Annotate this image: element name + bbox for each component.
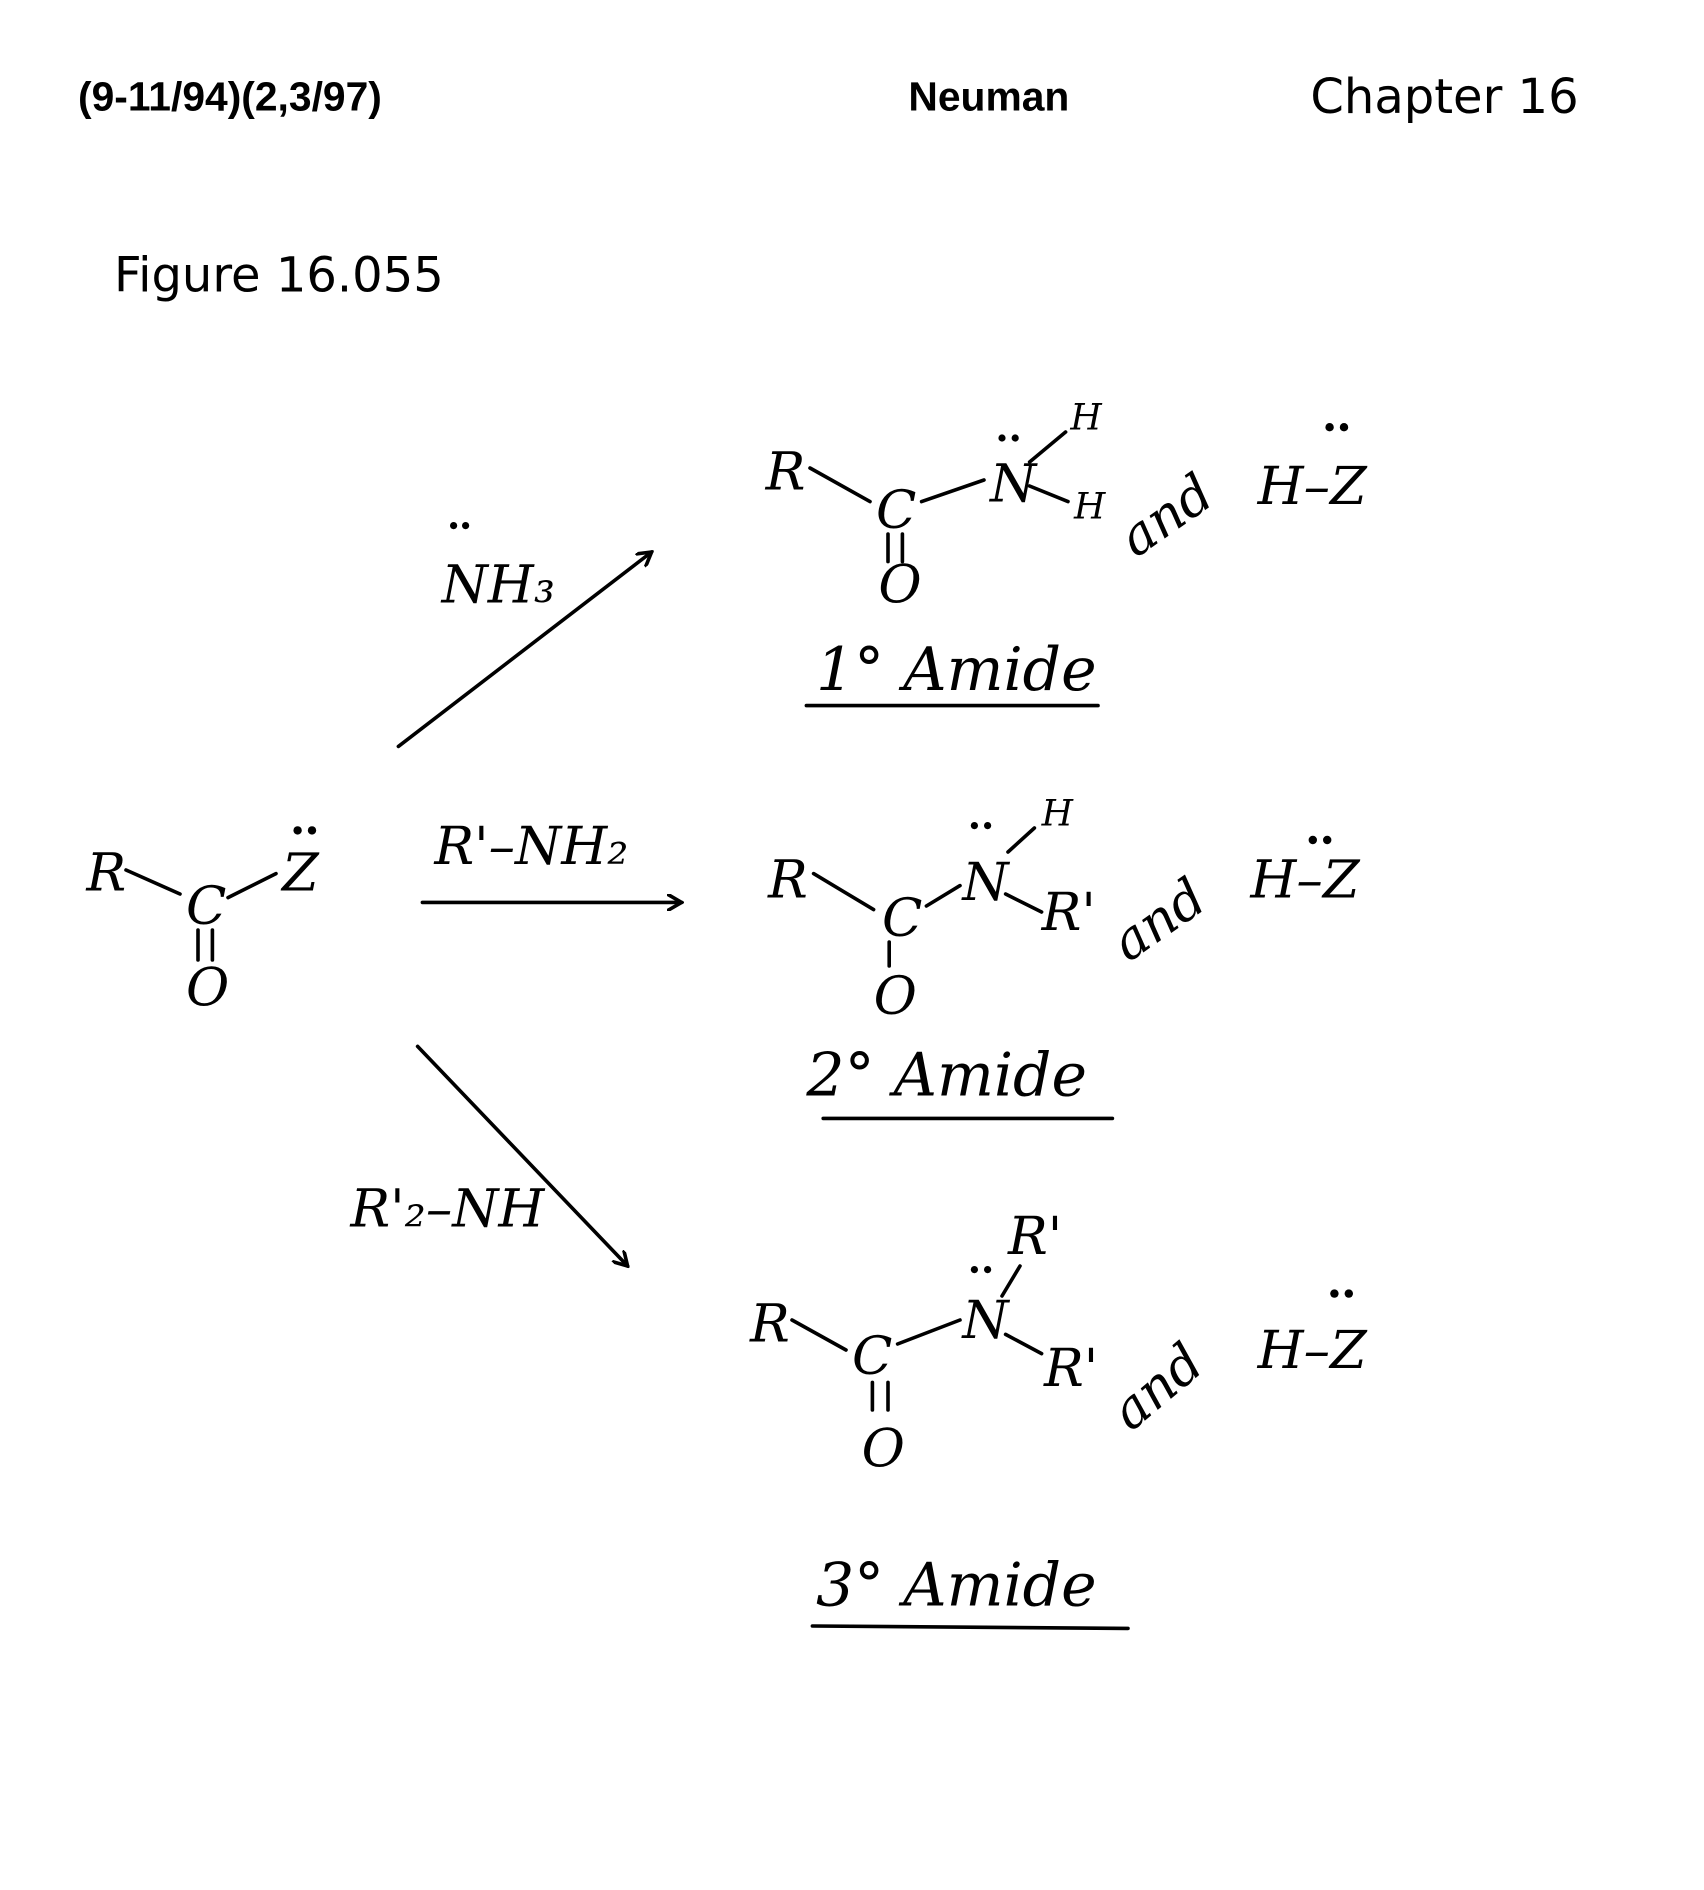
- atom-c: C: [876, 480, 916, 541]
- atom-r: R: [765, 442, 806, 503]
- underline: [810, 1624, 1130, 1631]
- reactant-c: C: [186, 876, 226, 937]
- atom-c: C: [882, 888, 922, 949]
- bond: [226, 871, 278, 900]
- reactant-acyl-compound: R C Z O: [85, 826, 320, 1019]
- header-chapter: Chapter 16: [1310, 69, 1578, 125]
- reagent-ammonia: NH₃: [440, 554, 555, 615]
- header-dates: (9-11/94)(2,3/97): [78, 73, 382, 119]
- atom-r: R: [767, 850, 808, 911]
- and-word: and: [1108, 462, 1224, 569]
- atom-o: O: [878, 554, 921, 615]
- arrow-to-tertiary: [415, 1044, 628, 1266]
- reactant-r: R: [85, 842, 126, 903]
- figure-label: Figure 16.055: [114, 248, 444, 304]
- byproduct: H–Z: [1257, 1320, 1368, 1381]
- arrow-to-primary: [396, 552, 651, 749]
- amide-label: 3° Amide: [816, 1551, 1097, 1621]
- and-word: and: [1101, 867, 1217, 974]
- byproduct: H–Z: [1249, 850, 1360, 911]
- atom-h: H: [1073, 486, 1106, 527]
- product-tertiary-amide: R C N R' R' O and H–Z 3° Amide: [749, 1206, 1368, 1631]
- product-primary-amide: R C N H H O and H–Z 1° Amide: [765, 398, 1368, 708]
- bond: [124, 868, 182, 896]
- atom-r: R: [749, 1294, 790, 1355]
- byproduct: H–Z: [1257, 456, 1368, 517]
- atom-o: O: [862, 1418, 905, 1479]
- atom-r-prime: R': [1043, 1338, 1098, 1399]
- amide-label: 2° Amide: [805, 1041, 1087, 1111]
- atom-c: C: [852, 1326, 892, 1387]
- double-bond: [196, 928, 215, 962]
- reactant-o: O: [186, 958, 229, 1019]
- atom-h: H: [1041, 794, 1074, 835]
- amide-label: 1° Amide: [816, 635, 1097, 705]
- atom-n: N: [960, 1290, 1010, 1351]
- product-secondary-amide: R C N H R' O and H–Z 2° Amide: [767, 794, 1361, 1121]
- atom-r-prime: R': [1041, 882, 1096, 943]
- atom-h: H: [1069, 398, 1102, 439]
- header-author: Neuman: [908, 73, 1069, 119]
- atom-r-prime: R': [1007, 1206, 1062, 1267]
- reagent-secondary-amine: R'₂–NH: [349, 1178, 545, 1239]
- atom-o: O: [874, 966, 917, 1027]
- reactant-z: Z: [280, 842, 320, 903]
- reagent-primary-amine: R'–NH₂: [433, 816, 628, 877]
- atom-n: N: [960, 852, 1010, 913]
- and-word: and: [1100, 1332, 1215, 1443]
